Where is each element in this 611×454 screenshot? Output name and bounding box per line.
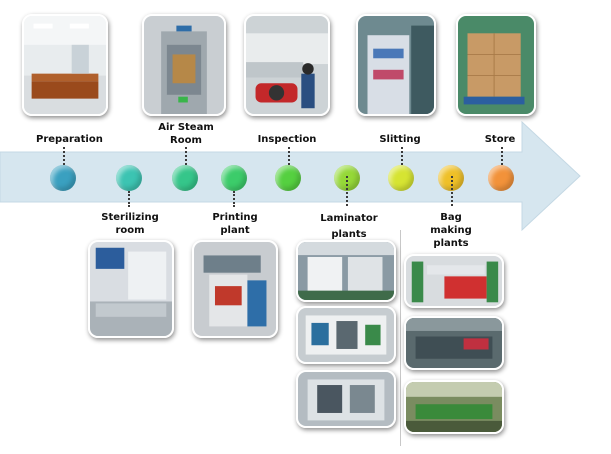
connector-inspection	[288, 147, 290, 165]
label-laminator-plants: Laminator plants	[320, 211, 377, 243]
connector-air-steam	[185, 147, 187, 165]
step-dot-printing	[221, 165, 247, 191]
step-dot-air-steam	[172, 165, 198, 191]
photo-printing-plant	[192, 240, 278, 338]
connector-slitting	[401, 147, 403, 165]
photo-inspection	[244, 14, 330, 116]
label-bag-line1: Bag	[440, 212, 462, 223]
step-dot-sterilizing	[116, 165, 142, 191]
label-inspection: Inspection	[258, 133, 317, 146]
photo-laminator-1	[296, 240, 396, 302]
label-laminator-line1: Laminator	[320, 213, 378, 224]
label-store: Store	[485, 133, 516, 146]
step-dot-preparation	[50, 165, 76, 191]
label-inspection-text: Inspection	[257, 134, 317, 145]
photo-store	[456, 14, 536, 116]
label-printing-line1: Printing	[212, 212, 258, 223]
step-dot-inspection	[275, 165, 301, 191]
connector-laminator	[346, 176, 348, 206]
label-air-steam-room: Air Steam Room	[158, 121, 214, 147]
photo-air-steam-room	[142, 14, 226, 116]
label-slitting: Slitting	[379, 133, 420, 146]
step-dot-slitting	[388, 165, 414, 191]
photo-laminator-2	[296, 306, 396, 364]
label-sterilizing-line2: room	[115, 225, 145, 236]
label-printing-line2: plant	[220, 225, 250, 236]
column-separator	[400, 230, 401, 446]
photo-preparation	[22, 14, 108, 116]
photo-slitting	[356, 14, 436, 116]
label-bag-making-plants: Bag making plants	[430, 211, 472, 250]
photo-bag-making-3	[404, 380, 504, 434]
label-laminator-line2: plants	[331, 229, 367, 240]
connector-sterilizing	[128, 191, 130, 207]
label-printing-plant: Printing plant	[212, 211, 257, 237]
label-sterilizing-line1: Sterilizing	[101, 212, 159, 223]
photo-sterilizing-room	[88, 240, 174, 338]
connector-preparation	[63, 147, 65, 165]
photo-laminator-3	[296, 370, 396, 428]
label-store-text: Store	[484, 134, 516, 145]
photo-bag-making-1	[404, 254, 504, 308]
label-air-steam-line2: Room	[170, 135, 202, 146]
connector-store	[501, 147, 503, 165]
label-sterilizing-room: Sterilizing room	[101, 211, 159, 237]
connector-bag-making	[451, 176, 453, 206]
label-preparation: Preparation	[36, 133, 103, 146]
label-bag-line2: making	[430, 225, 472, 236]
label-air-steam-line1: Air Steam	[158, 122, 214, 133]
photo-bag-making-2	[404, 316, 504, 370]
step-dot-store	[488, 165, 514, 191]
label-preparation-text: Preparation	[36, 134, 103, 145]
label-slitting-text: Slitting	[379, 134, 421, 145]
label-bag-line3: plants	[433, 238, 469, 249]
connector-printing	[233, 191, 235, 207]
